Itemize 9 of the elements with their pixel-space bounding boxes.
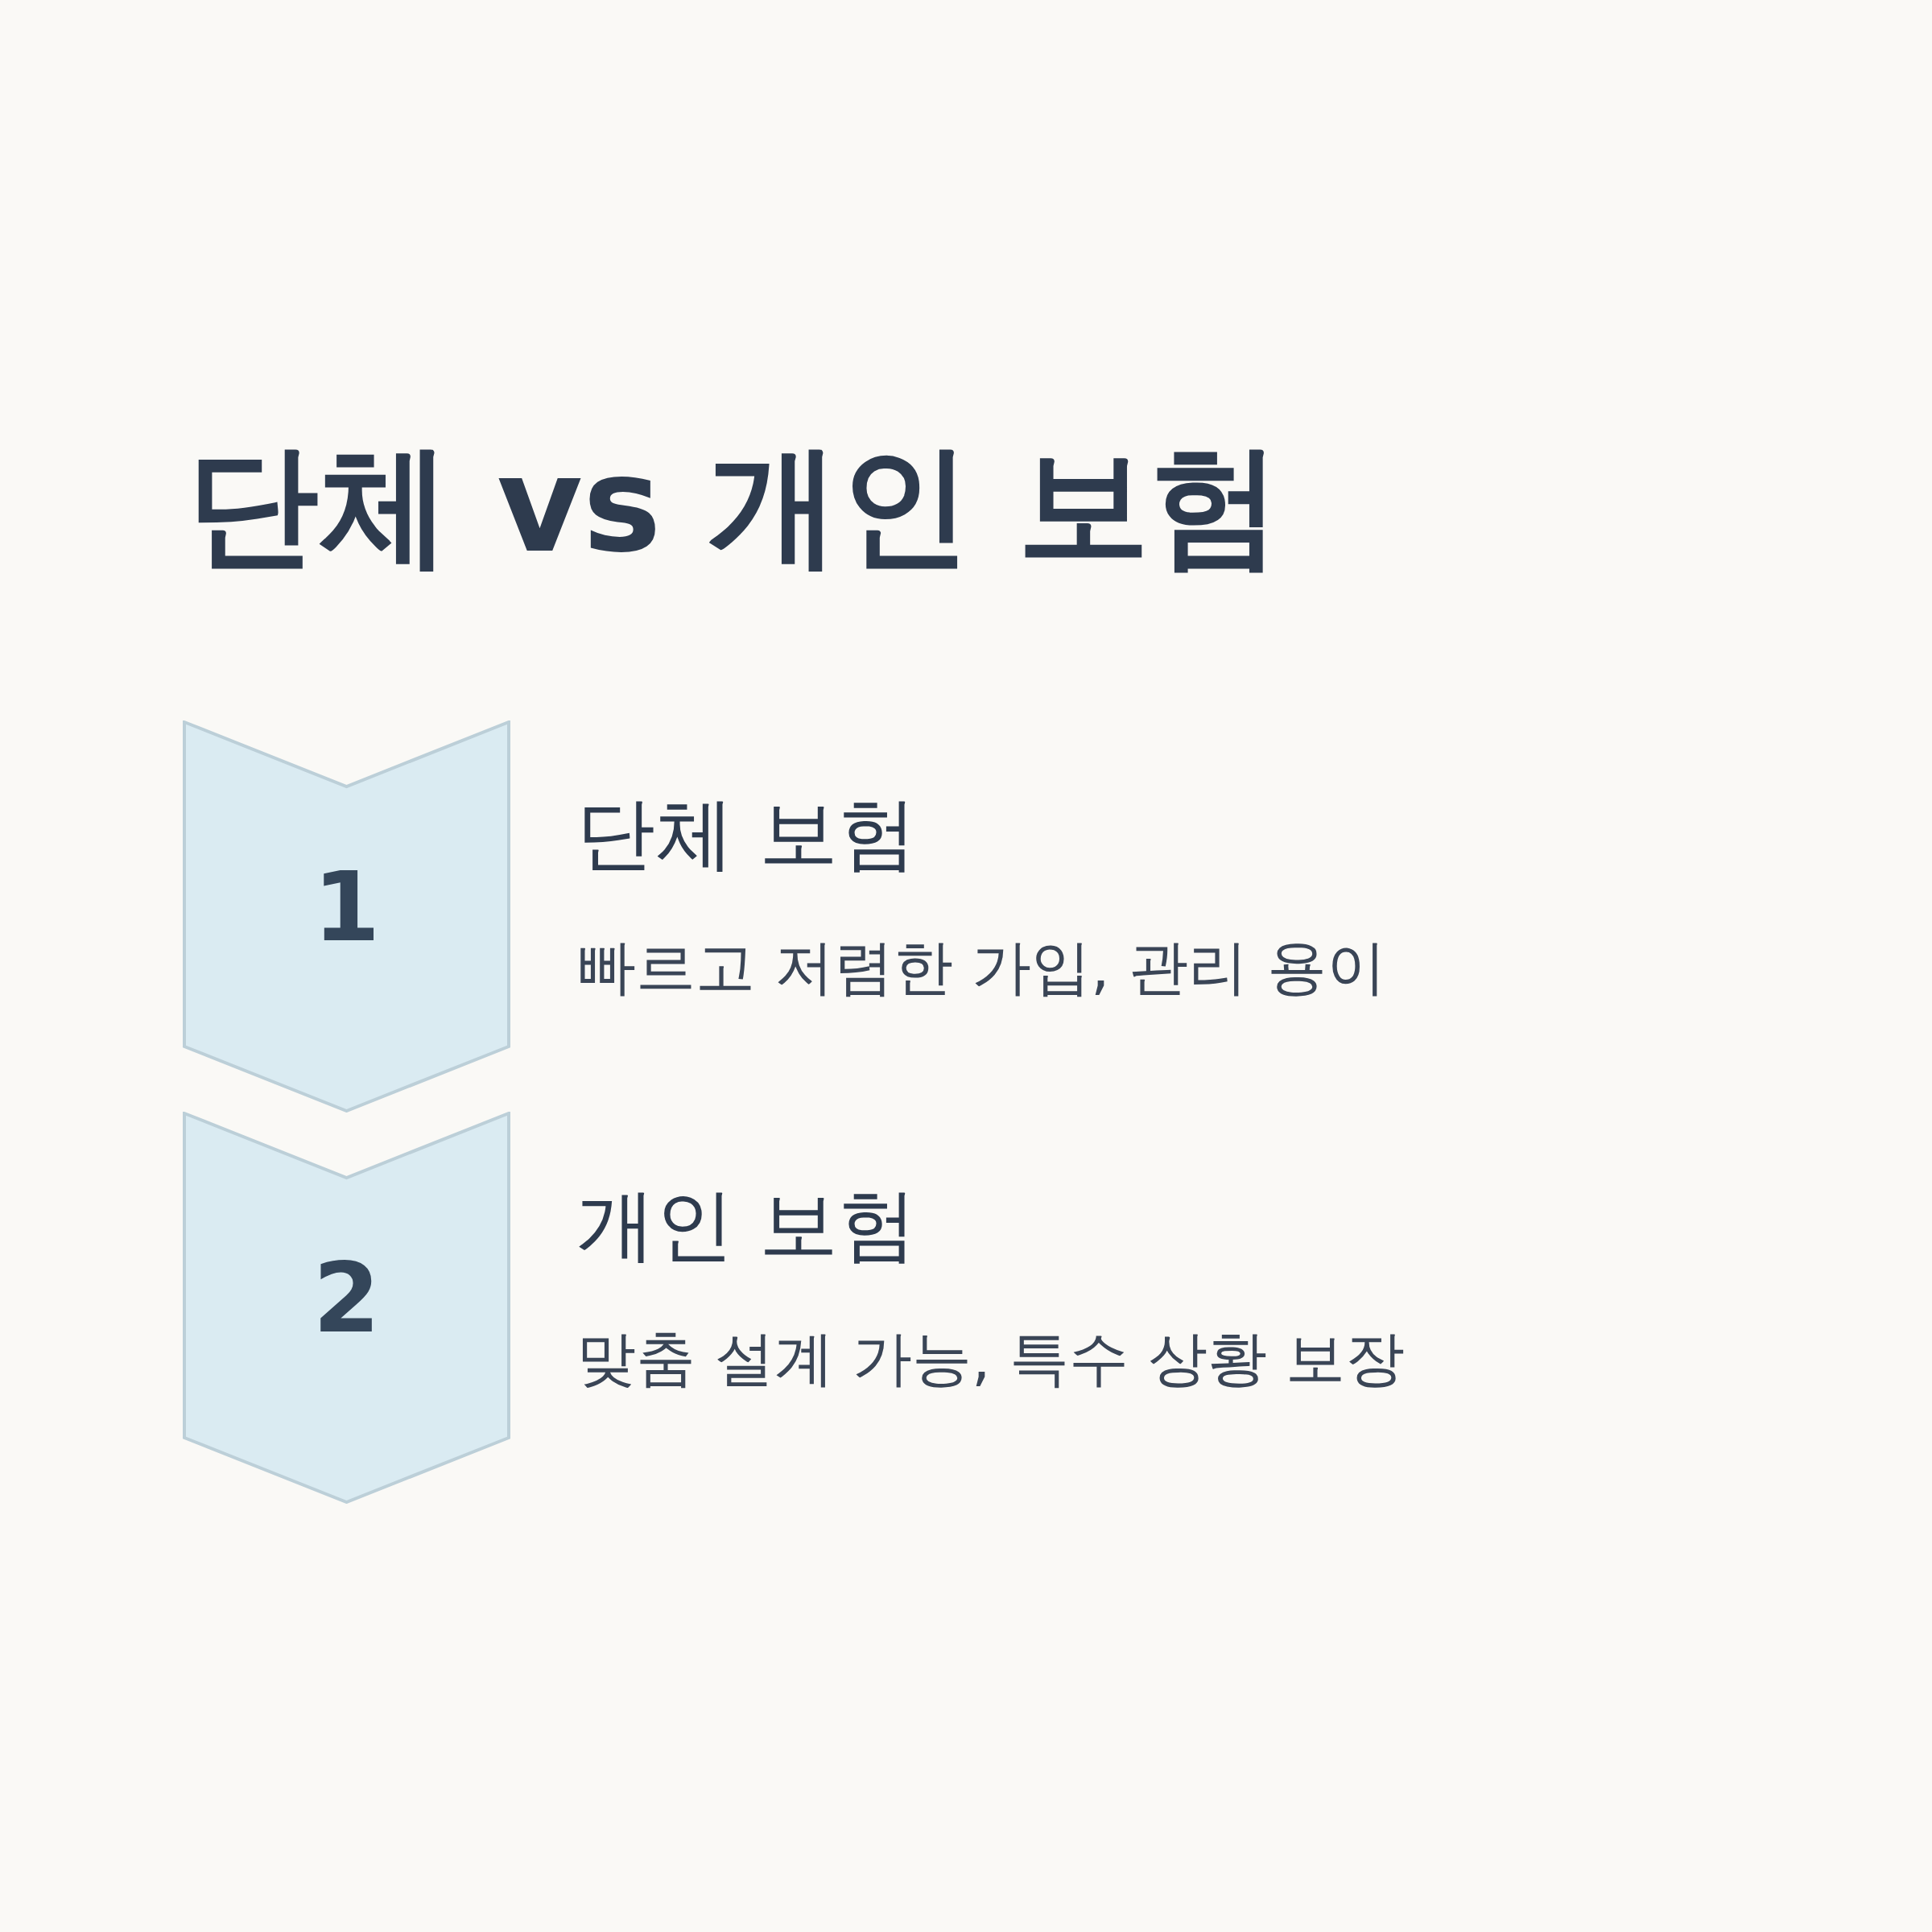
heading-text: 개인 보험 <box>576 1178 918 1272</box>
title: 단체 vs 개인 보험 <box>187 427 1282 584</box>
description-text: 빠르고 저렴한 가입, 관리 용이 <box>576 931 1386 1003</box>
heading-text: 단체 보험 <box>576 786 918 881</box>
description-text: 맞춤 설계 가능, 특수 상황 보장 <box>576 1323 1406 1394</box>
chevron-shape <box>183 1112 510 1504</box>
step-number: 2 <box>312 1241 382 1356</box>
step-number: 1 <box>312 850 382 964</box>
chevron-shape <box>183 720 510 1113</box>
